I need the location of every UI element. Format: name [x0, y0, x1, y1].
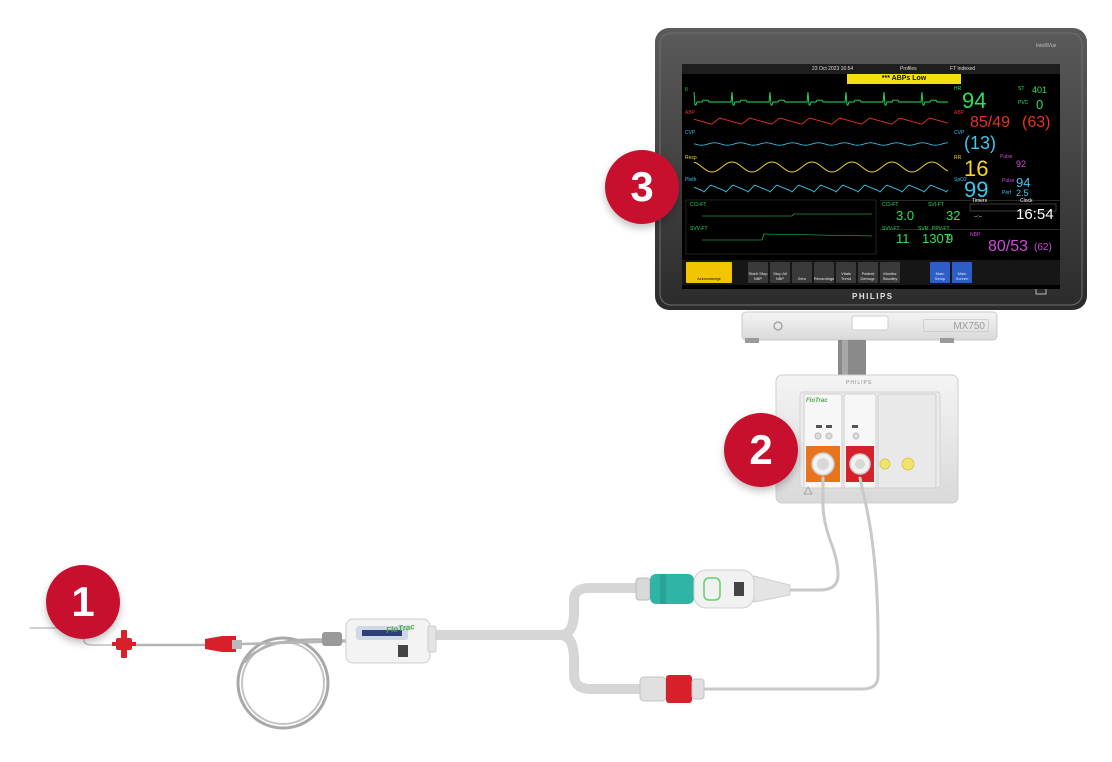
pvc-value: 0: [1036, 97, 1044, 112]
perf-label: Perf: [1002, 190, 1012, 196]
wave-label-pleth: Pleth: [685, 177, 697, 183]
svi-value: 32: [946, 208, 961, 223]
ppv-label: PPV-FT: [932, 226, 950, 232]
pulse2-label: Pulse: [1002, 178, 1015, 184]
date-time: 23 Oct 2023 16:54: [812, 66, 854, 72]
st-value: 401: [1032, 85, 1048, 95]
callout-2: 2: [724, 413, 798, 487]
acknowledge-key[interactable]: Acknowledge: [686, 262, 732, 283]
monitor-standby-key[interactable]: Monitor Standby: [880, 262, 900, 283]
module-rack: [775, 374, 959, 504]
flotrac-sensor: [322, 618, 437, 664]
pvc-label: PVC: [1018, 100, 1029, 106]
spo2-value: 99: [964, 177, 989, 202]
nbp-label: NBP: [970, 232, 981, 238]
cci-trend-label: CCI-FT: [690, 202, 707, 208]
warning-icon: [803, 486, 813, 495]
zero-key[interactable]: Zero: [792, 262, 812, 283]
svr-value: 1307: [922, 231, 951, 246]
power-icon: [773, 321, 783, 331]
wave-label-resp: Resp: [685, 155, 697, 161]
abp-waveform: [693, 117, 949, 125]
main-screen-key[interactable]: Main Screen: [952, 262, 972, 283]
abp-label: ABP: [954, 110, 965, 116]
stop-all-nbp-key[interactable]: Stop All NBP: [770, 262, 790, 283]
recordings-key[interactable]: Recordings: [814, 262, 834, 283]
profiles-label[interactable]: Profiles: [900, 66, 917, 72]
nbp-mean: (62): [1034, 242, 1052, 253]
alarm-banner: *** ABPs Low: [847, 74, 961, 84]
nbp-value: 80/53: [988, 238, 1029, 255]
callout-3: 3: [605, 150, 679, 224]
cables: [29, 476, 880, 730]
clock-label: Clock: [1020, 198, 1033, 204]
svv-label: SVV-FT: [882, 226, 900, 232]
module-brand: FloTrac: [806, 398, 828, 404]
monitor-model: MX750: [923, 319, 989, 332]
ecg-waveform: [693, 91, 948, 106]
start-stop-nbp-key[interactable]: Start/ Stop NBP: [748, 262, 768, 283]
red-connector: [639, 675, 705, 703]
monitor-product-name: IntelliVue: [1036, 43, 1057, 49]
screen-status-bar: 23 Oct 2023 16:54 Profiles FT Indexed: [682, 64, 1060, 74]
rack-brand: PHILIPS: [846, 380, 873, 386]
pulse-label: Pulse: [1000, 154, 1013, 160]
waveform-area: [685, 91, 1057, 255]
resp-waveform: [693, 161, 949, 173]
pulse-value: 92: [1016, 159, 1027, 169]
monitor-screen: 23 Oct 2023 16:54 Profiles FT Indexed **…: [682, 64, 1060, 289]
svr-label: SVR: [918, 226, 929, 232]
mode-label: FT Indexed: [950, 66, 976, 72]
wave-label-ecg: II: [685, 87, 688, 93]
abp-value: 85/49: [970, 114, 1011, 131]
svv-value: 11: [896, 231, 910, 246]
cvp-label: CVP: [954, 130, 965, 136]
rr-label: RR: [954, 155, 962, 161]
monitor-brand: PHILIPS: [852, 292, 894, 301]
patient-demogr-key[interactable]: Patient Demogr.: [858, 262, 878, 283]
svv-trend-label: SVV-FT: [690, 226, 708, 232]
cvp-waveform: [693, 142, 949, 146]
ppv-value: 9: [946, 231, 954, 246]
vitals-trend-key[interactable]: Vitals Trend: [836, 262, 856, 283]
spo2-label: SpO2: [954, 177, 967, 183]
perf-value: 2.5: [1016, 188, 1029, 198]
abp-mean: (63): [1022, 114, 1051, 131]
teal-connector: [635, 569, 791, 609]
wave-label-abp: ABP: [685, 110, 696, 116]
svi-label: SVI-FT: [928, 202, 944, 208]
hr-label: HR: [954, 86, 962, 92]
cvp-value: (13): [964, 133, 997, 153]
pulse2-value: 94: [1016, 175, 1031, 190]
cci-label: CCI-FT: [882, 202, 899, 208]
callout-1: 1: [46, 565, 120, 639]
timer-value: --:--: [974, 214, 983, 220]
clock-value: 16:54: [1016, 206, 1054, 223]
cci-value: 3.0: [896, 208, 915, 223]
timer-label: Timers: [972, 198, 988, 204]
catheter-stopcock: [112, 630, 242, 658]
pleth-waveform: [693, 184, 949, 193]
hr-value: 94: [962, 88, 987, 113]
main-setup-key[interactable]: Main Setup: [930, 262, 950, 283]
wave-label-cvp: CVP: [685, 130, 696, 136]
st-label: ST: [1018, 86, 1025, 92]
rr-value: 16: [964, 156, 989, 181]
